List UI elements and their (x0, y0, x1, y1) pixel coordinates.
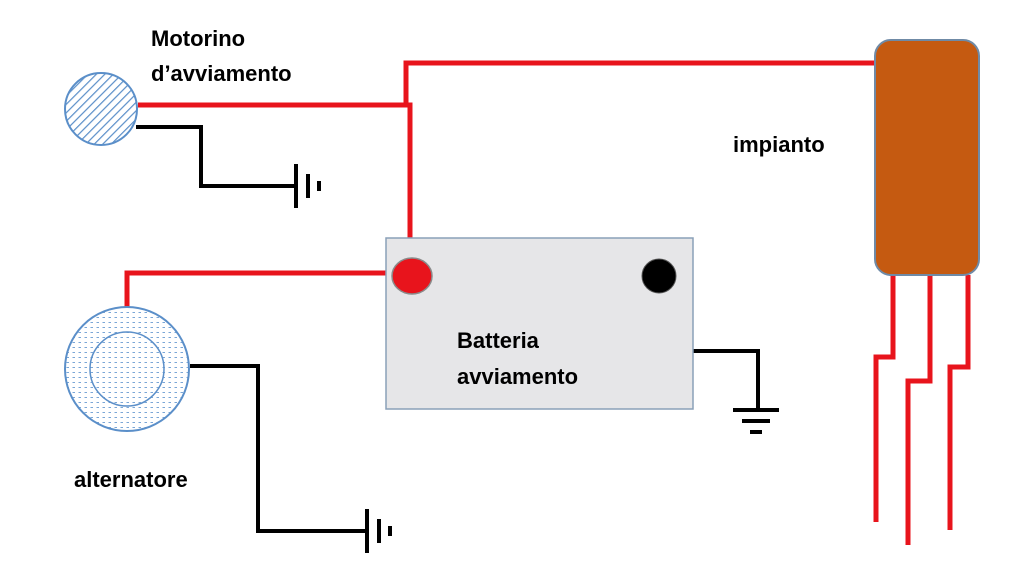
starter-ground-symbol-icon (294, 164, 321, 208)
starter-positive-wire (138, 102, 413, 268)
alternator-positive-wire (124, 270, 410, 310)
battery-label-line2: avviamento (457, 364, 579, 389)
battery-positive-terminal (391, 257, 433, 295)
starter-ground-wire (136, 125, 295, 188)
system-output-wire-3 (947, 275, 971, 530)
alternator-ground-wire (190, 364, 366, 533)
battery-label-line1: Batteria (457, 328, 539, 353)
positive-wires (124, 60, 971, 545)
alternator-icon (64, 306, 190, 432)
battery-negative-terminal (641, 258, 677, 294)
system-label: impianto (733, 132, 825, 157)
starter-motor-label-line2: d’avviamento (151, 61, 292, 86)
starter-motor-label-line1: Motorino (151, 26, 246, 51)
alternator-ground-symbol-icon (365, 509, 392, 553)
battery-body (385, 237, 694, 410)
battery-ground-symbol-icon (733, 408, 779, 434)
system-positive-wire (403, 60, 877, 105)
starter-motor-icon (64, 72, 138, 146)
system-output-wire-2 (905, 275, 933, 545)
system-output-wire-1 (873, 275, 896, 522)
electrical-system-block (874, 39, 980, 276)
alternator-label: alternatore (74, 467, 188, 492)
